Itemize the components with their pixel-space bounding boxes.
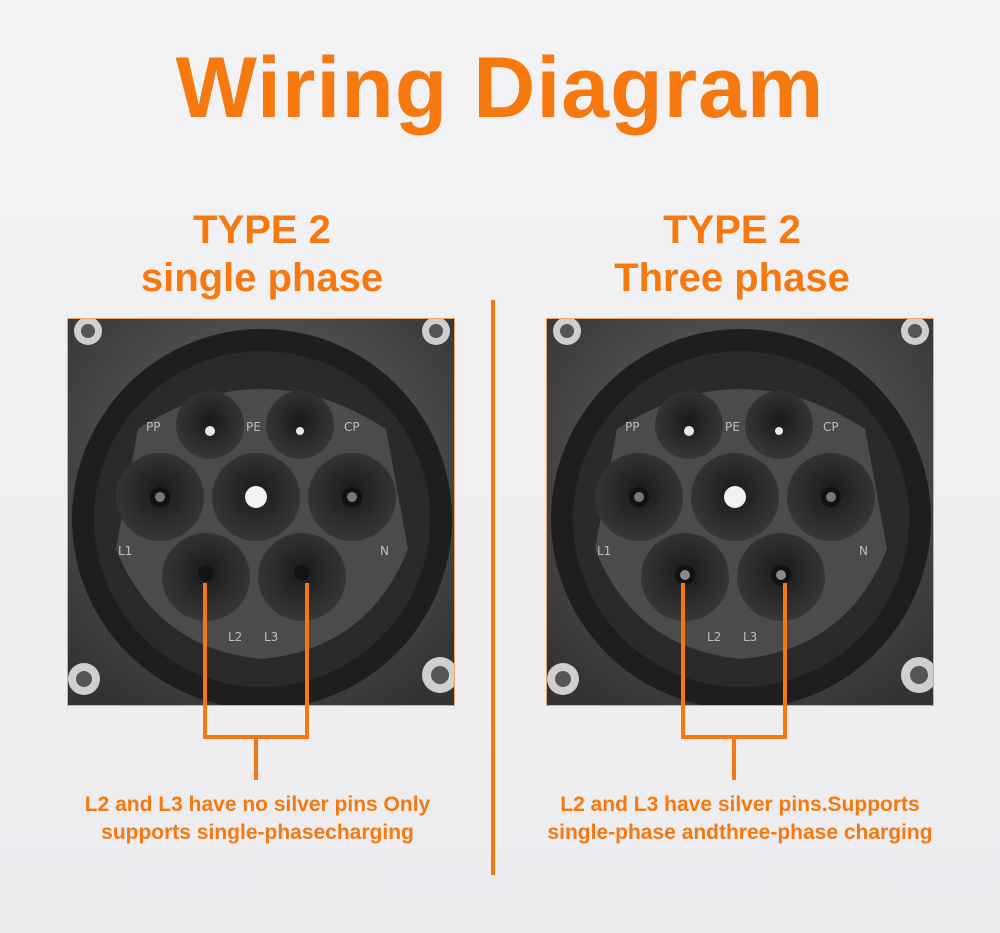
pin-label-l1: L1: [118, 544, 132, 558]
right-socket-photo: PP PE CP L1 N L2 L3: [546, 318, 934, 706]
right-heading: TYPE 2 Three phase: [532, 206, 932, 302]
pin-label-n: N: [859, 544, 868, 558]
pin-label-cp: CP: [344, 420, 360, 434]
page-title: Wiring Diagram: [175, 40, 825, 136]
pin-label-pp: PP: [146, 420, 160, 434]
right-caption-line1: L2 and L3 have silver pins.Supports: [560, 793, 920, 816]
pin-label-pp: PP: [625, 420, 639, 434]
pin-label-pe: PE: [725, 420, 740, 434]
pin-label-cp: CP: [823, 420, 839, 434]
left-caption-line2: supports single-phasecharging: [101, 821, 414, 844]
left-socket-illustration: PP PE CP L1 N L2 L3: [68, 319, 454, 705]
right-heading-phase: Three phase: [614, 256, 850, 300]
pin-label-n: N: [380, 544, 389, 558]
pin-label-l2: L2: [707, 630, 721, 644]
pin-label-l3: L3: [743, 630, 757, 644]
right-socket-illustration: PP PE CP L1 N L2 L3: [547, 319, 933, 705]
left-socket-photo: PP PE CP L1 N L2 L3: [67, 318, 455, 706]
left-caption: L2 and L3 have no silver pins Only suppo…: [30, 791, 485, 847]
left-heading-phase: single phase: [140, 256, 384, 300]
right-heading-type: TYPE 2: [663, 208, 801, 252]
right-caption: L2 and L3 have silver pins.Supports sing…: [505, 791, 975, 847]
pin-label-pe: PE: [246, 420, 261, 434]
left-heading-type: TYPE 2: [193, 208, 331, 252]
right-caption-line2: single-phase andthree-phase charging: [547, 821, 933, 844]
left-caption-line1: L2 and L3 have no silver pins Only: [84, 793, 431, 816]
pin-label-l2: L2: [228, 630, 242, 644]
center-divider: [491, 300, 495, 875]
pin-label-l3: L3: [264, 630, 278, 644]
pin-label-l1: L1: [597, 544, 611, 558]
left-heading: TYPE 2 single phase: [62, 206, 462, 302]
